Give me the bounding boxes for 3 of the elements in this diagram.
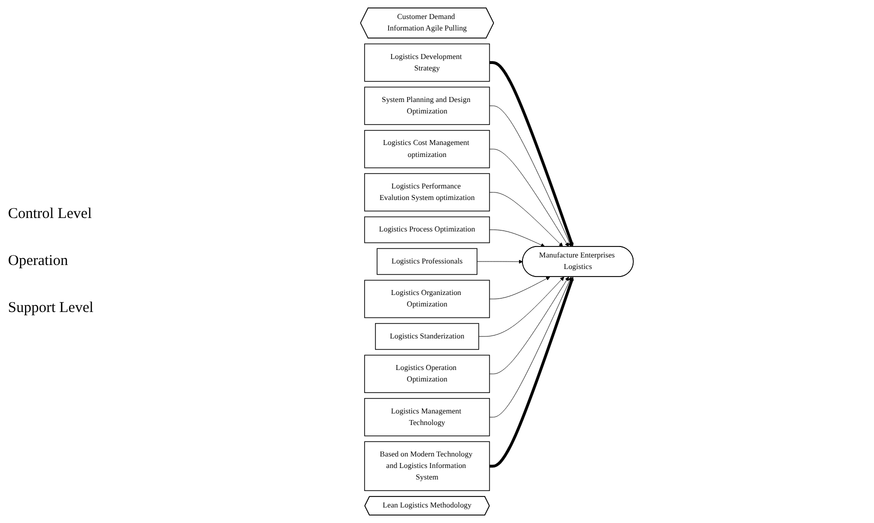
level-label: Operation — [8, 253, 69, 270]
level-label: Support Level — [8, 300, 94, 317]
level-label: Control Level — [8, 206, 93, 223]
